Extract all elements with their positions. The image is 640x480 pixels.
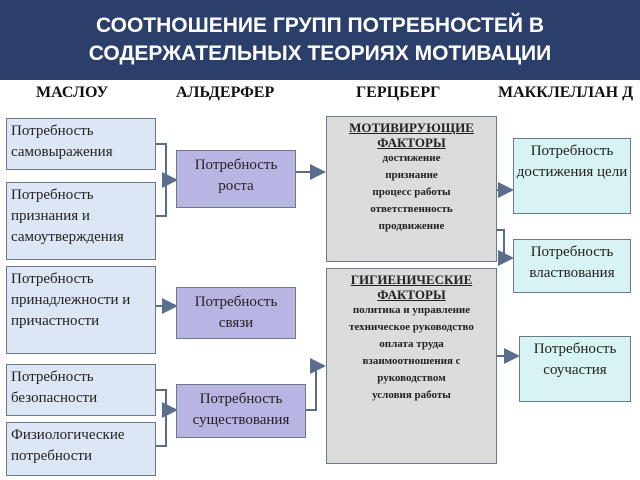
connector-growth [156, 143, 176, 217]
page-title: СООТНОШЕНИЕ ГРУПП ПОТРЕБНОСТЕЙ В СОДЕРЖА… [0, 0, 640, 80]
column-header-herzberg: ГЕРЦБЕРГ [356, 84, 441, 101]
herzberg-hygiene: ГИГИЕНИЧЕСКИЕ ФАКТОРЫ политика и управле… [326, 268, 497, 464]
maslow-belonging: Потребность принадлежности и причастност… [6, 266, 156, 354]
herzberg-motivator-item: ответственность [370, 203, 453, 215]
herzberg-hygiene-item: политика и управление [352, 304, 471, 316]
alderfer-relatedness: Потребность связи [176, 287, 296, 339]
herzberg-motivators-title: МОТИВИРУЮЩИЕ ФАКТОРЫ [349, 120, 474, 150]
title-line-2: СОДЕРЖАТЕЛЬНЫХ ТЕОРИЯХ МОТИВАЦИИ [88, 42, 552, 65]
mcclelland-power: Потребность властвования [513, 239, 631, 293]
maslow-safety: Потребность безопасности [6, 364, 156, 416]
mcclelland-affiliation: Потребность соучастия [519, 336, 631, 402]
herzberg-motivators: МОТИВИРУЮЩИЕ ФАКТОРЫ достижение признани… [326, 116, 497, 262]
mcclelland-achievement: Потребность достижения цели [513, 138, 631, 214]
connector-hygiene [306, 358, 326, 411]
herzberg-motivator-item: продвижение [378, 220, 445, 232]
herzberg-hygiene-item: оплата труда [379, 338, 444, 350]
herzberg-motivator-item: процесс работы [372, 186, 451, 198]
herzberg-hygiene-title: ГИГИЕНИЧЕСКИЕ ФАКТОРЫ [350, 272, 473, 302]
maslow-physiological: Физиологические потребности [6, 422, 156, 476]
title-line-1: СООТНОШЕНИЕ ГРУПП ПОТРЕБНОСТЕЙ В [95, 14, 544, 37]
connector-power [497, 229, 514, 266]
alderfer-growth: Потребность роста [176, 150, 296, 208]
herzberg-motivator-item: достижение [382, 152, 441, 164]
herzberg-motivator-item: признание [385, 169, 438, 181]
herzberg-hygiene-item: техническое руководство [349, 321, 474, 333]
connector-existence [156, 389, 176, 447]
maslow-esteem: Потребность признания и самоутверждения [6, 182, 156, 260]
maslow-self-actualization: Потребность самовыражения [6, 118, 156, 170]
herzberg-hygiene-item: условия работы [372, 389, 451, 401]
column-header-maslow: МАСЛОУ [36, 84, 109, 101]
column-header-alderfer: АЛЬДЕРФЕР [176, 84, 275, 101]
column-header-mcclelland: МАККЛЕЛЛАН Д [498, 84, 634, 101]
herzberg-hygiene-item: взаимоотношения с руководством [362, 355, 461, 384]
alderfer-existence: Потребность существования [176, 384, 306, 438]
